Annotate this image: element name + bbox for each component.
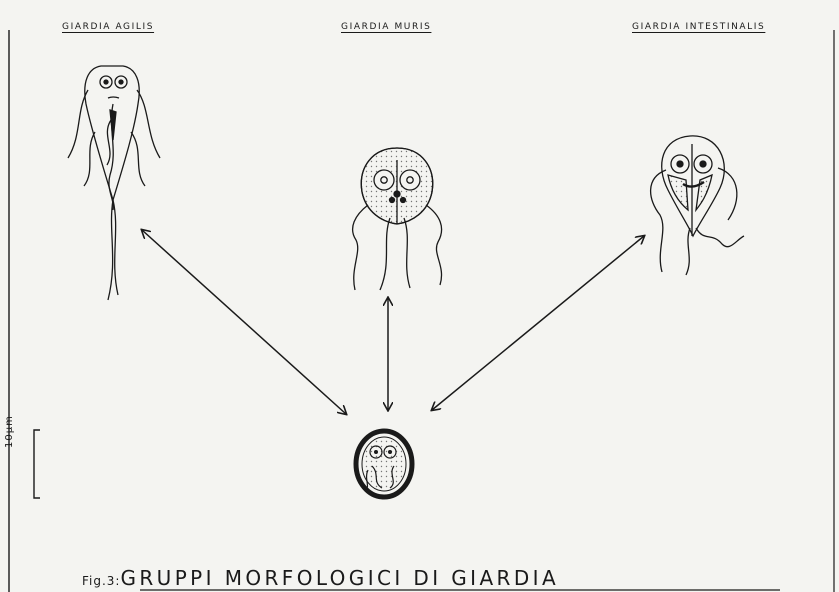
giardia-muris-drawing — [353, 148, 442, 290]
giardia-agilis-drawing — [68, 66, 160, 300]
caption-title: GRUPPI MORFOLOGICI DI GIARDIA — [120, 566, 559, 590]
scale-bar — [34, 430, 40, 498]
caption-prefix: Fig.3: — [82, 574, 120, 588]
arrow-agilis-cyst — [142, 230, 346, 414]
arrow-intestinalis-cyst — [432, 236, 644, 410]
figure-caption: Fig.3:GRUPPI MORFOLOGICI DI GIARDIA — [82, 566, 559, 590]
page-border — [9, 30, 834, 592]
giardia-intestinalis-drawing — [651, 136, 744, 275]
giardia-cyst-drawing — [356, 431, 412, 497]
arrows — [142, 230, 644, 414]
scale-bar-label: 10µm — [4, 415, 15, 448]
